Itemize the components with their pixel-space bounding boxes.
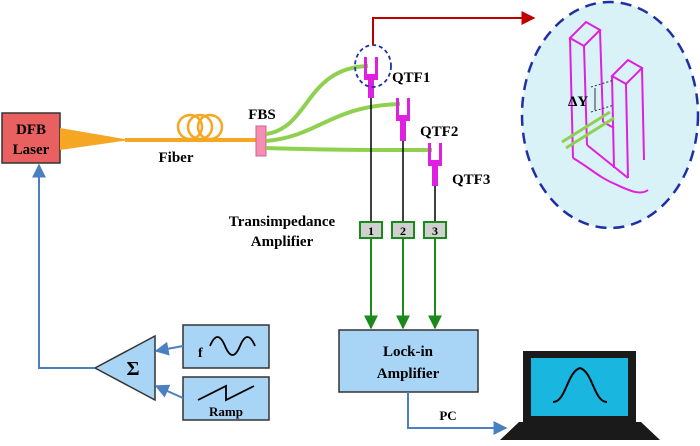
summing-amplifier: Σ [93,334,156,402]
sine-generator: f [182,324,270,369]
inset-fiber [561,110,615,150]
fbs-label: FBS [248,107,276,123]
tia-channel-3: 3 [423,221,447,239]
fiber-label: Fiber [159,150,194,166]
lockin-to-pc-line [407,392,508,435]
qtf1-label: QTF1 [392,70,430,86]
qtf3-tuning-fork [428,143,442,186]
ramp-generator: Ramp [182,376,270,421]
channel-3-label: 3 [432,224,438,238]
qtf1-tuning-fork [364,57,378,98]
zoom-arrow [372,11,536,45]
lockin-label-line2: Amplifier [377,366,440,382]
sine-frequency-label: f [198,346,203,361]
qtf2-tuning-fork [396,98,410,141]
qtf3-label: QTF3 [452,172,490,188]
channel-2-label: 2 [400,224,406,238]
signal-wires [370,98,436,222]
fiber-coil [176,113,224,141]
lockin-amplifier: Lock-in Amplifier [338,329,479,393]
ramp-wave-icon [197,384,255,402]
ramp-label: Ramp [209,404,243,419]
laptop-icon [500,351,660,440]
tia-label-line1: Transimpedance [229,214,336,230]
laser-label-line1: DFB [16,122,46,138]
lockin-label-line1: Lock-in [383,344,434,360]
sum-to-laser-line [32,163,95,369]
laser-label-line2: Laser [13,142,50,158]
inset-tuning-fork [568,20,649,194]
tia-to-lockin-arrows [364,238,442,330]
pc-label: PC [439,408,456,423]
generator-to-sum-lines [154,341,184,399]
tia-channel-1: 1 [359,221,383,239]
tia-channel-2: 2 [391,221,415,239]
delta-y-marker [590,79,615,113]
tia-label-line2: Amplifier [251,234,314,250]
sine-wave-icon [209,336,256,356]
delta-y-label: ΔY [568,94,588,110]
branch-fibers [265,64,433,152]
channel-1-label: 1 [368,224,374,238]
qtf2-label: QTF2 [420,124,458,140]
inset-zoom-view: ΔY [520,0,700,230]
laser-beam [60,128,130,150]
fbs-splitter [255,125,267,157]
dfb-laser: DFB Laser [1,112,61,164]
sum-symbol: Σ [126,358,139,380]
